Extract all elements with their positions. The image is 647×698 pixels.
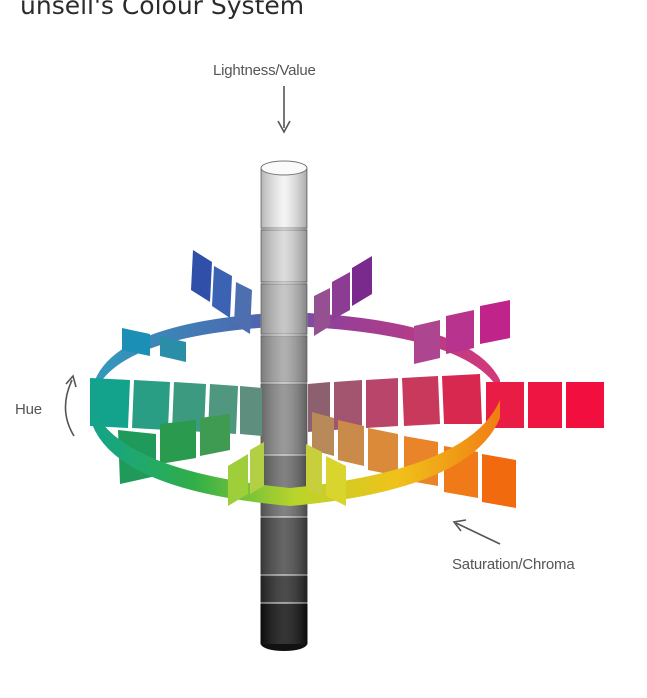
page-title: unsell's Colour System [20,0,305,20]
saturation-label: Saturation/Chroma [452,556,575,573]
hue-arrow [64,379,75,437]
lightness-label: Lightness/Value [213,62,316,79]
left-chroma-cards [90,378,262,484]
back-chroma-cards [122,250,510,364]
hue-ring-back [95,312,500,392]
lightness-arrow [277,86,291,134]
yellow-green-chroma-cards [228,442,346,506]
saturation-arrow [452,519,501,545]
hue-label: Hue [15,401,42,418]
value-axis [260,160,308,651]
hue-ring-front [90,400,500,506]
right-chroma-cards [308,374,604,432]
